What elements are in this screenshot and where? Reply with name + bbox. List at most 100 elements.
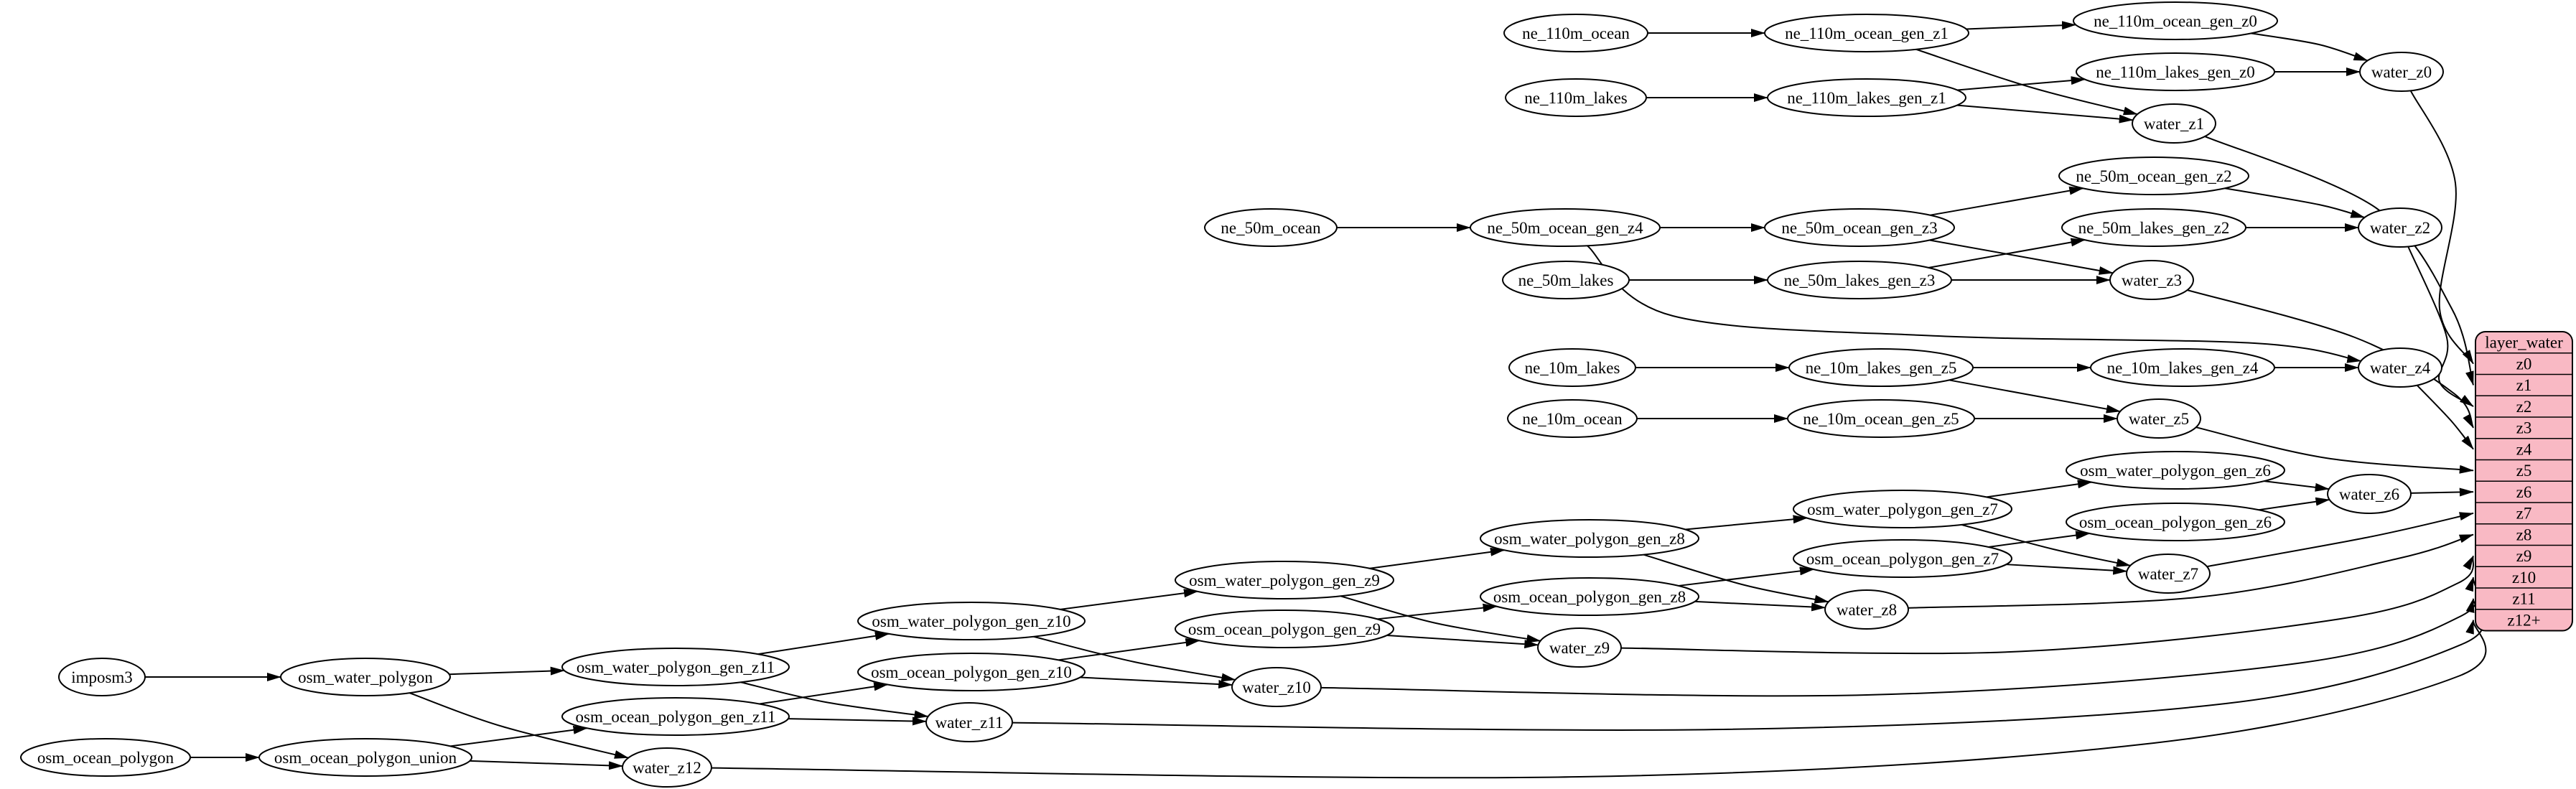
node-osm_ocean_polygon-shape — [20, 738, 191, 777]
node-osm_ocean_polygon_gen_z7: osm_ocean_polygon_gen_z7 — [1793, 539, 2012, 578]
edge-water_z4-to-layer_water-z4 — [2416, 384, 2474, 450]
edge-water_z6-to-layer_water-z6 — [2410, 487, 2474, 497]
node-water_z3: water_z3 — [2109, 260, 2194, 300]
node-ne_10m_lakes: ne_10m_lakes — [1508, 348, 1636, 387]
edge-osm_water_polygon_gen_z8-to-water_z8 — [1643, 554, 1829, 604]
node-osm_water_polygon_gen_z11: osm_water_polygon_gen_z11 — [561, 648, 790, 686]
node-water_z4-label: water_z4 — [2370, 359, 2431, 377]
edge-water_z2-to-layer_water-z2 — [2407, 246, 2474, 407]
node-water_z5-shape — [2117, 398, 2201, 439]
record-row-z12+: z12+ — [2507, 611, 2540, 629]
node-water_z5: water_z5 — [2117, 398, 2201, 439]
node-osm_ocean_polygon_gen_z9-shape — [1175, 610, 1394, 648]
record-row-z8: z8 — [2516, 526, 2532, 543]
node-imposm3-label: imposm3 — [71, 668, 133, 686]
node-osm_ocean_polygon_gen_z8-shape — [1480, 577, 1699, 616]
node-osm_ocean_polygon_gen_z10: osm_ocean_polygon_gen_z10 — [857, 653, 1086, 691]
edge-water_z12-to-layer_water-z12+ — [711, 619, 2487, 779]
edge-osm_water_polygon_gen_z11-to-osm_water_polygon_gen_z10 — [757, 631, 890, 655]
node-ne_50m_ocean_gen_z3: ne_50m_ocean_gen_z3 — [1764, 208, 1955, 247]
edge-osm_water_polygon-to-osm_water_polygon_gen_z11 — [449, 666, 565, 676]
edge-osm_ocean_polygon_gen_z10-to-water_z10 — [1080, 676, 1233, 689]
node-osm_water_polygon_gen_z7: osm_water_polygon_gen_z7 — [1793, 490, 2012, 528]
node-osm_water_polygon_gen_z9-label: osm_water_polygon_gen_z9 — [1189, 571, 1380, 589]
node-osm_water_polygon_gen_z9: osm_water_polygon_gen_z9 — [1175, 561, 1394, 599]
node-osm_ocean_polygon-label: osm_ocean_polygon — [37, 749, 174, 767]
node-osm_water_polygon_gen_z7-shape — [1793, 490, 2012, 528]
node-ne_10m_ocean_gen_z5: ne_10m_ocean_gen_z5 — [1787, 399, 1975, 438]
node-ne_50m_ocean_gen_z2: ne_50m_ocean_gen_z2 — [2058, 157, 2249, 195]
edge-osm_water_polygon_gen_z10-to-water_z10 — [1033, 635, 1236, 682]
node-ne_10m_lakes_gen_z4-label: ne_10m_lakes_gen_z4 — [2107, 359, 2259, 377]
node-osm_ocean_polygon_gen_z9-label: osm_ocean_polygon_gen_z9 — [1188, 620, 1381, 638]
node-ne_50m_ocean_gen_z3-shape — [1764, 208, 1955, 247]
edge-water_z11-to-layer_water-z11 — [1012, 598, 2485, 731]
edge-osm_water_polygon_gen_z11-to-water_z11 — [740, 681, 929, 719]
node-ne_10m_ocean_gen_z5-label: ne_10m_ocean_gen_z5 — [1803, 410, 1959, 428]
edge-water_z0-to-layer_water-z0 — [2409, 90, 2474, 365]
node-ne_50m_ocean-label: ne_50m_ocean — [1221, 219, 1321, 237]
edge-ne_50m_lakes_gen_z3-to-ne_50m_lakes_gen_z2 — [1928, 238, 2086, 269]
node-ne_110m_ocean_gen_z0-label: ne_110m_ocean_gen_z0 — [2094, 12, 2257, 30]
node-ne_110m_ocean_gen_z1-shape — [1764, 14, 1969, 52]
node-water_z10-label: water_z10 — [1242, 678, 1311, 696]
edge-osm_water_polygon_gen_z6-to-water_z6 — [2264, 480, 2330, 492]
node-osm_water_polygon_gen_z7-label: osm_water_polygon_gen_z7 — [1807, 500, 1998, 518]
node-ne_50m_ocean_gen_z2-label: ne_50m_ocean_gen_z2 — [2076, 167, 2231, 185]
node-ne_50m_lakes-shape — [1502, 261, 1630, 299]
node-ne_10m_lakes_gen_z5-shape — [1788, 348, 1974, 387]
edge-osm_water_polygon_gen_z7-to-osm_water_polygon_gen_z6 — [1986, 480, 2092, 498]
node-osm_water_polygon_gen_z10-label: osm_water_polygon_gen_z10 — [872, 612, 1070, 630]
edge-osm_water_polygon_gen_z8-to-osm_water_polygon_gen_z7 — [1685, 515, 1808, 531]
node-ne_10m_lakes_gen_z4: ne_10m_lakes_gen_z4 — [2090, 348, 2275, 387]
node-ne_50m_lakes: ne_50m_lakes — [1502, 261, 1630, 299]
node-ne_50m_lakes_gen_z2: ne_50m_lakes_gen_z2 — [2061, 208, 2246, 247]
node-ne_110m_ocean_gen_z0: ne_110m_ocean_gen_z0 — [2073, 1, 2278, 40]
node-ne_10m_lakes-shape — [1508, 348, 1636, 387]
record-row-z7: z7 — [2516, 505, 2532, 523]
node-water_z6-shape — [2327, 474, 2412, 514]
record-row-z2: z2 — [2516, 398, 2532, 416]
edge-ne_110m_ocean_gen_z1-to-ne_110m_ocean_gen_z0 — [1966, 21, 2076, 30]
edge-osm_ocean_polygon_union-to-water_z12 — [470, 760, 623, 770]
node-water_z2-shape — [2358, 207, 2442, 248]
node-osm_water_polygon_gen_z11-label: osm_water_polygon_gen_z11 — [577, 658, 775, 676]
node-ne_50m_lakes_gen_z3-shape — [1767, 261, 1952, 299]
node-ne_10m_ocean-label: ne_10m_ocean — [1522, 410, 1623, 428]
node-ne_10m_ocean: ne_10m_ocean — [1507, 399, 1638, 438]
edge-osm_water_polygon_gen_z9-to-water_z9 — [1340, 595, 1541, 643]
node-osm_water_polygon: osm_water_polygon — [280, 658, 451, 696]
node-ne_10m_lakes_gen_z5: ne_10m_lakes_gen_z5 — [1788, 348, 1974, 387]
node-ne_50m_ocean: ne_50m_ocean — [1204, 208, 1338, 247]
node-osm_ocean_polygon_union-label: osm_ocean_polygon_union — [274, 749, 457, 767]
edge-ne_10m_lakes_gen_z5-to-water_z5 — [1949, 379, 2121, 414]
node-osm_ocean_polygon_gen_z8: osm_ocean_polygon_gen_z8 — [1480, 577, 1699, 616]
node-osm_water_polygon_gen_z11-shape — [561, 648, 790, 686]
record-row-z9: z9 — [2516, 547, 2532, 565]
node-osm_ocean_polygon_gen_z11-shape — [561, 697, 790, 736]
edge-water_z3-to-layer_water-z3 — [2187, 289, 2474, 429]
node-ne_50m_ocean_gen_z4-label: ne_50m_ocean_gen_z4 — [1487, 219, 1643, 237]
record-row-z11: z11 — [2512, 590, 2535, 608]
node-osm_water_polygon_gen_z8-shape — [1480, 519, 1699, 558]
node-ne_50m_ocean_gen_z2-shape — [2058, 157, 2249, 195]
edge-water_z9-to-layer_water-z9 — [1620, 555, 2474, 655]
node-ne_50m_lakes_gen_z2-shape — [2061, 208, 2246, 247]
node-ne_10m_lakes_gen_z4-shape — [2090, 348, 2275, 387]
node-ne_50m_ocean-shape — [1204, 208, 1338, 247]
node-imposm3: imposm3 — [58, 658, 146, 696]
node-water_z11-shape — [925, 702, 1013, 742]
node-osm_ocean_polygon_union: osm_ocean_polygon_union — [258, 738, 472, 777]
edge-osm_water_polygon_gen_z9-to-osm_water_polygon_gen_z8 — [1369, 547, 1505, 569]
node-osm_ocean_polygon: osm_ocean_polygon — [20, 738, 191, 777]
edge-osm_ocean_polygon_gen_z11-to-water_z11 — [788, 716, 927, 726]
node-ne_50m_lakes_gen_z2-label: ne_50m_lakes_gen_z2 — [2078, 219, 2230, 237]
record-row-z3: z3 — [2516, 419, 2532, 437]
node-ne_110m_lakes-label: ne_110m_lakes — [1524, 89, 1628, 107]
node-water_z9-shape — [1537, 627, 1622, 668]
node-osm_water_polygon_gen_z6: osm_water_polygon_gen_z6 — [2066, 451, 2285, 490]
node-water_z1-label: water_z1 — [2144, 115, 2204, 133]
edge-osm_ocean_polygon_gen_z9-to-osm_ocean_polygon_gen_z8 — [1377, 603, 1498, 620]
node-osm_ocean_polygon_union-shape — [258, 738, 472, 777]
